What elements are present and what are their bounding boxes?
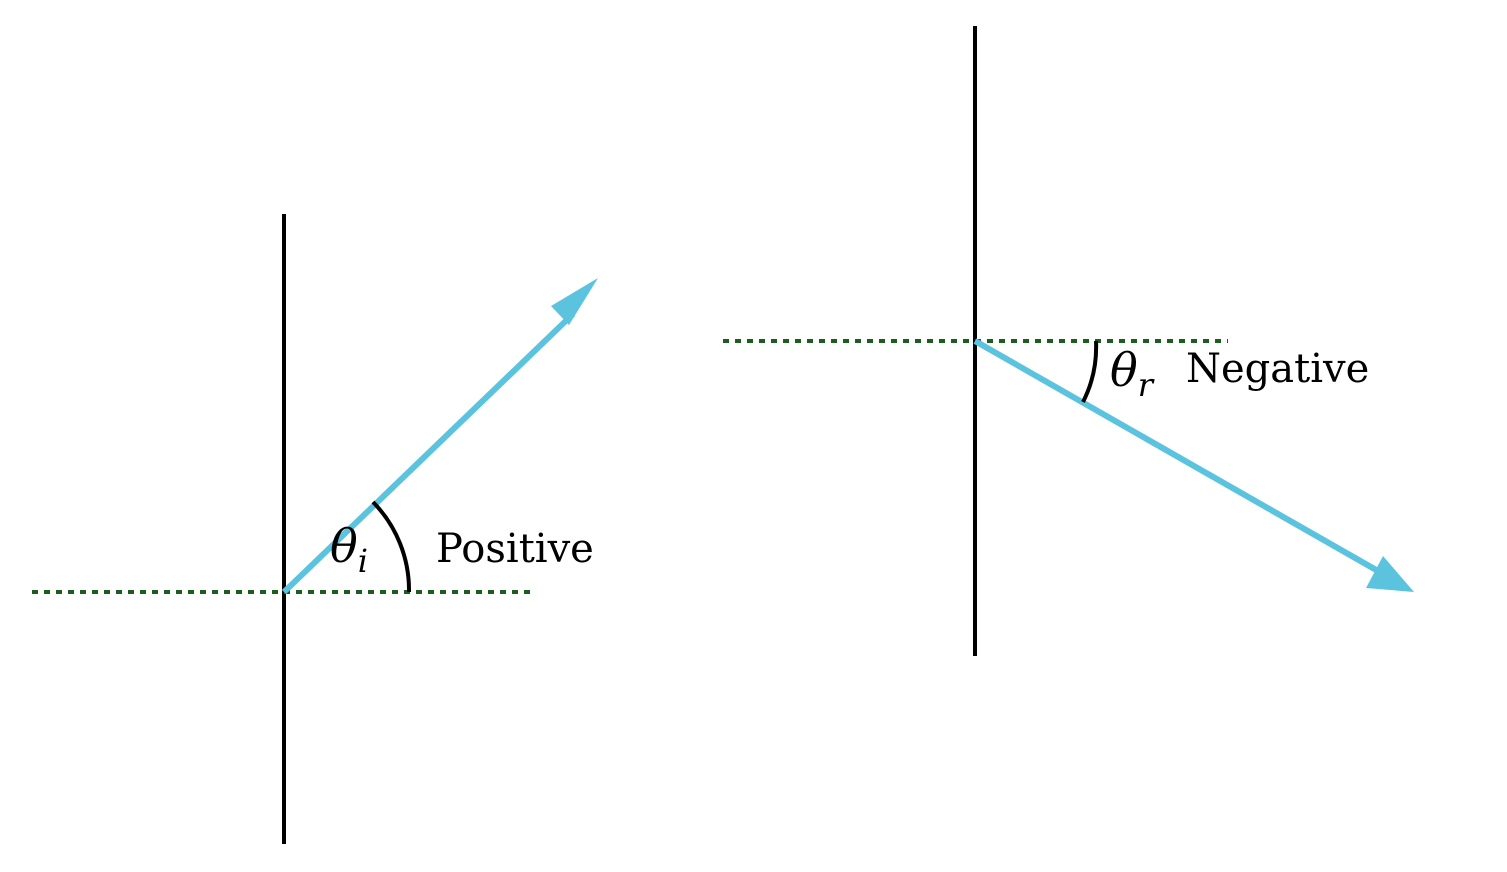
left-angle-symbol: θ: [330, 519, 358, 573]
left-panel: θi Positive: [32, 214, 598, 844]
right-angle-label: θr: [1110, 343, 1155, 404]
left-angle-subscript: i: [358, 542, 368, 580]
right-angle-arc: [1081, 340, 1099, 403]
left-angle-arc: [371, 500, 412, 593]
left-angle-label: θi: [330, 519, 368, 580]
right-angle-subscript: r: [1138, 366, 1155, 404]
right-reflected-ray: [973, 338, 1387, 578]
left-ray-arrowhead: [551, 278, 598, 325]
right-angle-symbol: θ: [1110, 343, 1138, 397]
left-sign-label: Positive: [436, 526, 594, 572]
right-sign-label: Negative: [1186, 346, 1369, 392]
right-panel: θr Negative: [723, 26, 1414, 656]
right-ray-arrowhead: [1366, 556, 1414, 592]
left-incident-ray: [281, 311, 576, 595]
